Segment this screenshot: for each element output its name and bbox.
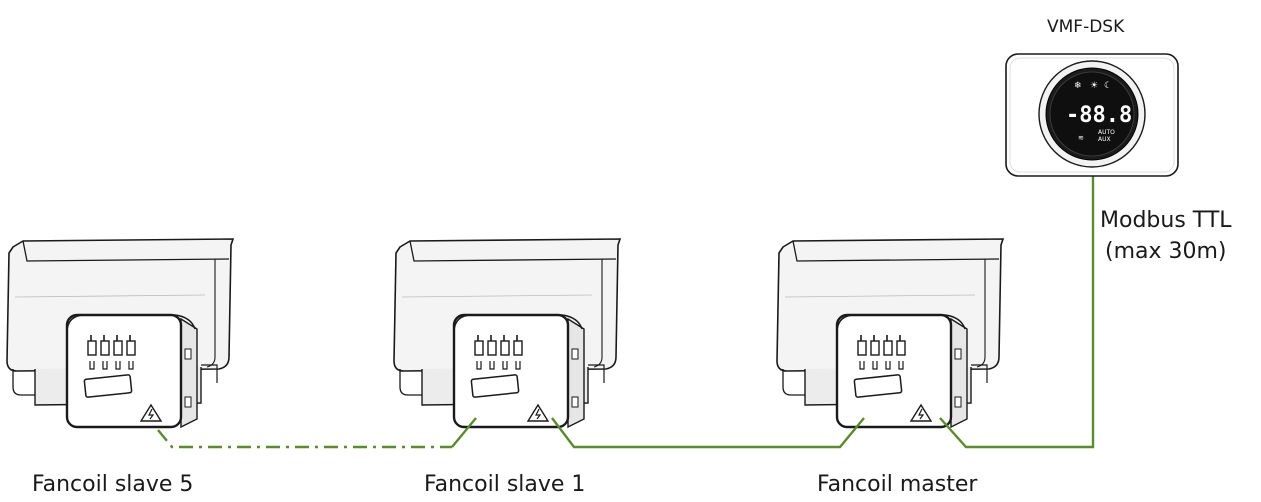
- fancoil-master-label: Fancoil master: [817, 472, 978, 497]
- svg-text:☾: ☾: [1104, 81, 1112, 91]
- wifi-icon: ≋: [1078, 134, 1084, 142]
- fancoil-master-unit: [775, 237, 1005, 429]
- connection-slave1-left: [451, 417, 477, 448]
- display-digits: -88.8: [1066, 103, 1132, 128]
- dash-dot-connection: [157, 429, 452, 449]
- fancoil-slave-5-label: Fancoil slave 5: [32, 472, 194, 497]
- modbus-label-line1: Modbus TTL: [1100, 208, 1232, 233]
- fancoil-slave-1-unit: [392, 237, 622, 429]
- vmf-dsk-device: ❄ ☀ ☾ -88.8 AUTO AUX ≋: [1005, 53, 1179, 177]
- svg-text:❄: ❄: [1074, 81, 1082, 91]
- modbus-connection: [939, 175, 1095, 449]
- svg-text:☀: ☀: [1090, 81, 1098, 91]
- modbus-label: Modbus TTL (max 30m): [1100, 205, 1232, 267]
- display-fan: AUX: [1098, 136, 1111, 143]
- fancoil-slave-1-label: Fancoil slave 1: [424, 472, 586, 497]
- display-mode: AUTO: [1098, 129, 1115, 136]
- vmf-dsk-title: VMF-DSK: [1047, 17, 1125, 37]
- fancoil-slave-5-unit: [5, 237, 235, 429]
- modbus-label-line2: (max 30m): [1105, 239, 1227, 264]
- connection-slave1-to-master: [551, 417, 865, 449]
